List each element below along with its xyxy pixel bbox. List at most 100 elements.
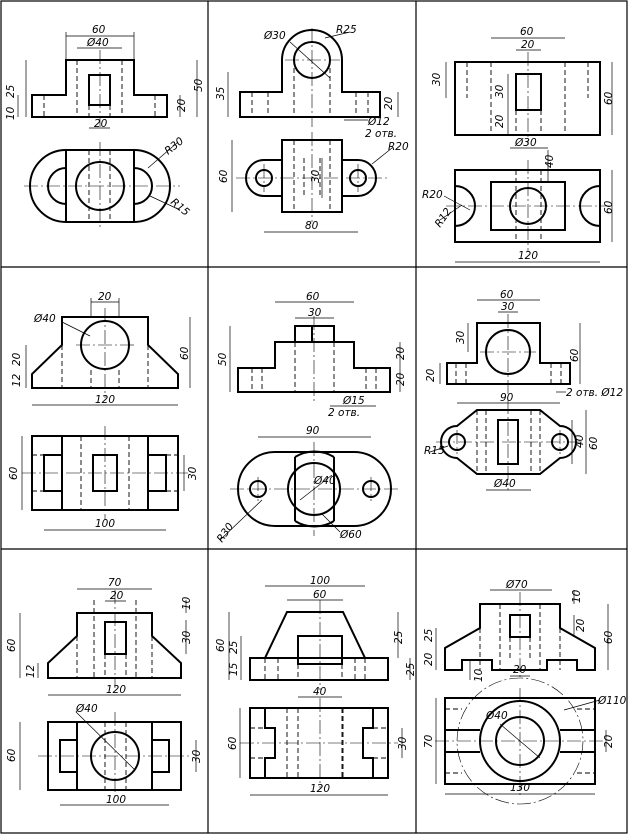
drawing-5-top-view — [230, 442, 400, 536]
dim-8-i: 60 — [227, 736, 239, 750]
drawing-5-front-view — [237, 316, 391, 402]
dim-4-a: 20 — [98, 291, 112, 303]
dim-4-d: 12 — [11, 373, 23, 387]
dim-7-f: 12 — [25, 664, 37, 678]
dim-6-a: 60 — [500, 289, 514, 301]
dim-1-i: R15 — [168, 196, 192, 219]
drawing-2-top-dims: 60 30 R20 80 — [218, 140, 409, 233]
dim-5-k: Ø60 — [339, 529, 362, 541]
drawing-4-front-view — [31, 308, 179, 398]
dim-6-f: 2 отв. Ø12 — [566, 387, 623, 399]
dim-5-b: 30 — [308, 307, 322, 319]
drawing-6-top-view — [436, 400, 582, 490]
dim-3-b: 20 — [521, 39, 535, 51]
drawing-5-top-dims: 90 Ø40 R30 Ø60 — [215, 425, 371, 545]
drawing-4: 20 Ø40 20 12 60 120 60 — [8, 291, 199, 531]
dim-4-i: 100 — [95, 518, 115, 530]
dim-2-i: R20 — [388, 141, 409, 153]
drawing-8-front-view — [249, 600, 389, 690]
drawing-9-front-dims: Ø70 10 25 20 60 20 10 20 — [423, 579, 615, 682]
dim-7-d: 60 — [6, 638, 18, 652]
drawing-2-front-view — [239, 28, 381, 127]
dim-6-c: 30 — [455, 330, 467, 344]
dim-9-b: 10 — [571, 589, 583, 603]
dim-8-k: 120 — [310, 783, 330, 795]
dim-9-m: 130 — [510, 782, 530, 794]
dim-1-a: 60 — [92, 24, 106, 36]
dim-1-b: Ø40 — [86, 37, 109, 49]
dim-3-k: 60 — [603, 200, 615, 214]
dim-2-d: 20 — [383, 96, 395, 110]
dim-2-g: 60 — [218, 169, 230, 183]
drawing-9: Ø70 10 25 20 60 20 10 20 — [423, 579, 627, 805]
dim-7-g: 120 — [106, 684, 126, 696]
dim-4-b: Ø40 — [33, 313, 56, 325]
dim-9-k: 70 — [423, 734, 435, 748]
drawing-1-top-view — [24, 142, 180, 230]
drawing-9-front-view — [444, 592, 596, 680]
dim-8-b: 60 — [313, 589, 327, 601]
dim-1-c: 10 — [5, 106, 17, 120]
dim-1-e: 50 — [193, 78, 205, 92]
dim-9-c: 25 — [423, 628, 435, 642]
dim-9-d: 20 — [423, 652, 435, 666]
drawing-5: 60 30 50 20 20 Ø15 2 отв. — [215, 291, 407, 545]
dim-8-j: 30 — [397, 736, 409, 750]
dim-1-d: 25 — [5, 84, 17, 98]
drawing-1: 60 Ø40 10 25 50 20 20 R30 R15 — [5, 24, 205, 230]
drawing-8-front-dims: 100 60 60 25 15 25 25 40 — [215, 575, 417, 698]
dim-2-e: Ø12 — [367, 116, 390, 128]
dim-3-j: R12 — [433, 206, 455, 230]
drawing-9-top-dims: Ø110 Ø40 70 20 130 — [423, 695, 627, 795]
dim-6-i: 40 — [574, 434, 586, 448]
drawing-7: 70 20 10 60 30 12 120 Ø40 60 — [6, 577, 203, 806]
dim-5-d: 20 — [395, 346, 407, 360]
dim-2-f: 2 отв. — [365, 128, 397, 140]
dim-7-c: 10 — [181, 596, 193, 610]
drawing-5-front-dims: 60 30 50 20 20 Ø15 2 отв. — [217, 291, 407, 419]
drawing-7-front-view — [47, 590, 182, 688]
drawing-2-front-dims: Ø30 R25 35 20 Ø12 2 отв. — [215, 24, 399, 140]
dim-6-e: 20 — [425, 368, 437, 382]
dim-3-i: R20 — [422, 189, 443, 201]
drawing-8-top-dims: 60 30 120 — [227, 708, 409, 796]
dim-5-a: 60 — [306, 291, 320, 303]
dim-7-j: 30 — [191, 749, 203, 763]
dim-7-h: Ø40 — [75, 703, 98, 715]
dim-7-b: 20 — [110, 590, 124, 602]
dim-8-h: 40 — [313, 686, 327, 698]
drawing-4-front-dims: 20 Ø40 20 12 60 120 — [11, 291, 191, 406]
dim-4-e: 60 — [179, 346, 191, 360]
dim-9-l: 20 — [603, 734, 615, 748]
drawing-6-front-view — [446, 314, 571, 394]
drawing-7-top-view — [38, 712, 192, 800]
dim-9-j: Ø40 — [485, 710, 508, 722]
dim-5-e: 20 — [395, 372, 407, 386]
dim-6-g: 90 — [500, 392, 514, 404]
dim-8-a: 100 — [310, 575, 330, 587]
drawing-2: Ø30 R25 35 20 Ø12 2 отв. — [215, 24, 409, 233]
drawing-7-front-dims: 70 20 10 60 30 12 120 — [6, 577, 193, 696]
drawing-3-front-dims: 60 20 30 30 20 60 Ø30 — [431, 26, 615, 149]
drawing-7-top-dims: Ø40 60 30 100 — [6, 703, 203, 806]
dim-8-d: 25 — [228, 640, 240, 654]
drawing-2-top-view — [236, 132, 388, 222]
dim-6-d: 60 — [569, 348, 581, 362]
dim-5-j: R30 — [215, 521, 237, 545]
drawing-6-top-dims: 90 R15 40 60 Ø40 — [424, 392, 600, 491]
dim-6-j: 60 — [588, 436, 600, 450]
drawing-4-top-dims: 60 30 100 — [8, 436, 199, 531]
drawing-4-top-view — [22, 426, 188, 520]
dim-7-e: 30 — [181, 630, 193, 644]
dim-8-f: 25 — [393, 630, 405, 644]
dim-8-e: 15 — [228, 662, 240, 676]
dim-7-k: 100 — [106, 794, 126, 806]
dim-1-g: 20 — [94, 118, 108, 130]
dim-5-i: Ø40 — [313, 475, 336, 487]
drawing-6: 60 30 30 60 20 2 отв. Ø12 — [424, 289, 623, 491]
dim-5-g: 2 отв. — [328, 407, 360, 419]
dim-2-h: 30 — [310, 169, 322, 183]
